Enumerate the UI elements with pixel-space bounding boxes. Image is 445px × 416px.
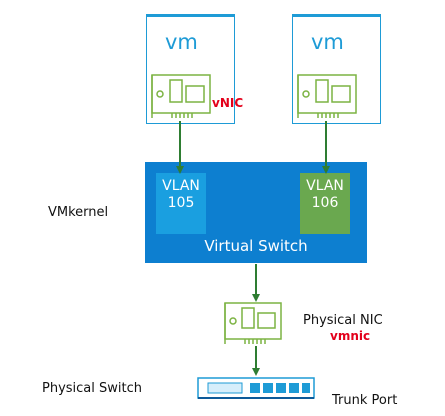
vm-label-1: vm xyxy=(165,30,198,54)
vlan-106-number: 106 xyxy=(311,195,339,211)
vnic-card-icon-1 xyxy=(151,74,211,118)
physical-switch-label: Physical Switch xyxy=(42,381,142,396)
vlan-106-block: VLAN 106 xyxy=(300,173,350,234)
virtual-switch: VLAN 105 VLAN 106 Virtual Switch xyxy=(145,162,367,263)
vlan-106-label: VLAN xyxy=(306,178,344,194)
vnic-card-icon-2 xyxy=(297,74,357,118)
vnic-label: vNIC xyxy=(212,96,244,110)
physical-nic-card-icon xyxy=(224,302,282,344)
vm-label-2: vm xyxy=(311,30,344,54)
vlan-105-number: 105 xyxy=(167,195,195,211)
vlan-105-label: VLAN xyxy=(162,178,200,194)
trunk-port-label: Trunk Port xyxy=(332,393,398,408)
physical-switch-icon xyxy=(197,377,315,399)
vmnic-label: vmnic xyxy=(330,329,371,343)
vlan-105-block: VLAN 105 xyxy=(156,173,206,234)
physical-nic-label: Physical NIC xyxy=(303,313,383,328)
virtual-switch-label: Virtual Switch xyxy=(204,237,308,255)
vmkernel-label: VMkernel xyxy=(48,205,109,220)
